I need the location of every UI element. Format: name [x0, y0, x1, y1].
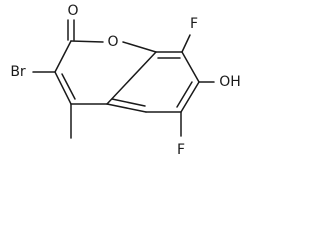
atom-label-fluorine-top: F	[190, 16, 198, 32]
bond-c5-c4a-inner	[111, 98, 146, 107]
bond-c3-c4-outer	[54, 71, 72, 105]
bond-c7-c6-outer	[180, 81, 200, 113]
atom-label-fluorine-bottom: F	[177, 142, 185, 158]
bond-c3-c4-inner	[61, 73, 76, 100]
atom-label-bromine: Br	[10, 64, 26, 80]
bond-c2-c3	[54, 40, 72, 73]
bond-c8-c7	[181, 51, 200, 83]
bond-layer	[32, 19, 215, 139]
bond-c7-c6-inner	[176, 81, 193, 108]
bond-o1-c8a	[122, 41, 157, 53]
bond-c8-f	[181, 34, 191, 53]
atom-label-hydroxyl: OH	[219, 74, 241, 90]
bond-c4a-c8a	[106, 51, 157, 105]
bond-c5-c4a-outer	[106, 103, 147, 113]
atom-label-carbonyl-oxygen: O	[67, 3, 78, 19]
label-layer: O O Br F OH F	[10, 3, 240, 158]
chemical-structure: O O Br F OH F	[10, 3, 240, 158]
bond-c2-o1	[70, 40, 104, 43]
atom-label-ring-oxygen: O	[107, 34, 118, 50]
